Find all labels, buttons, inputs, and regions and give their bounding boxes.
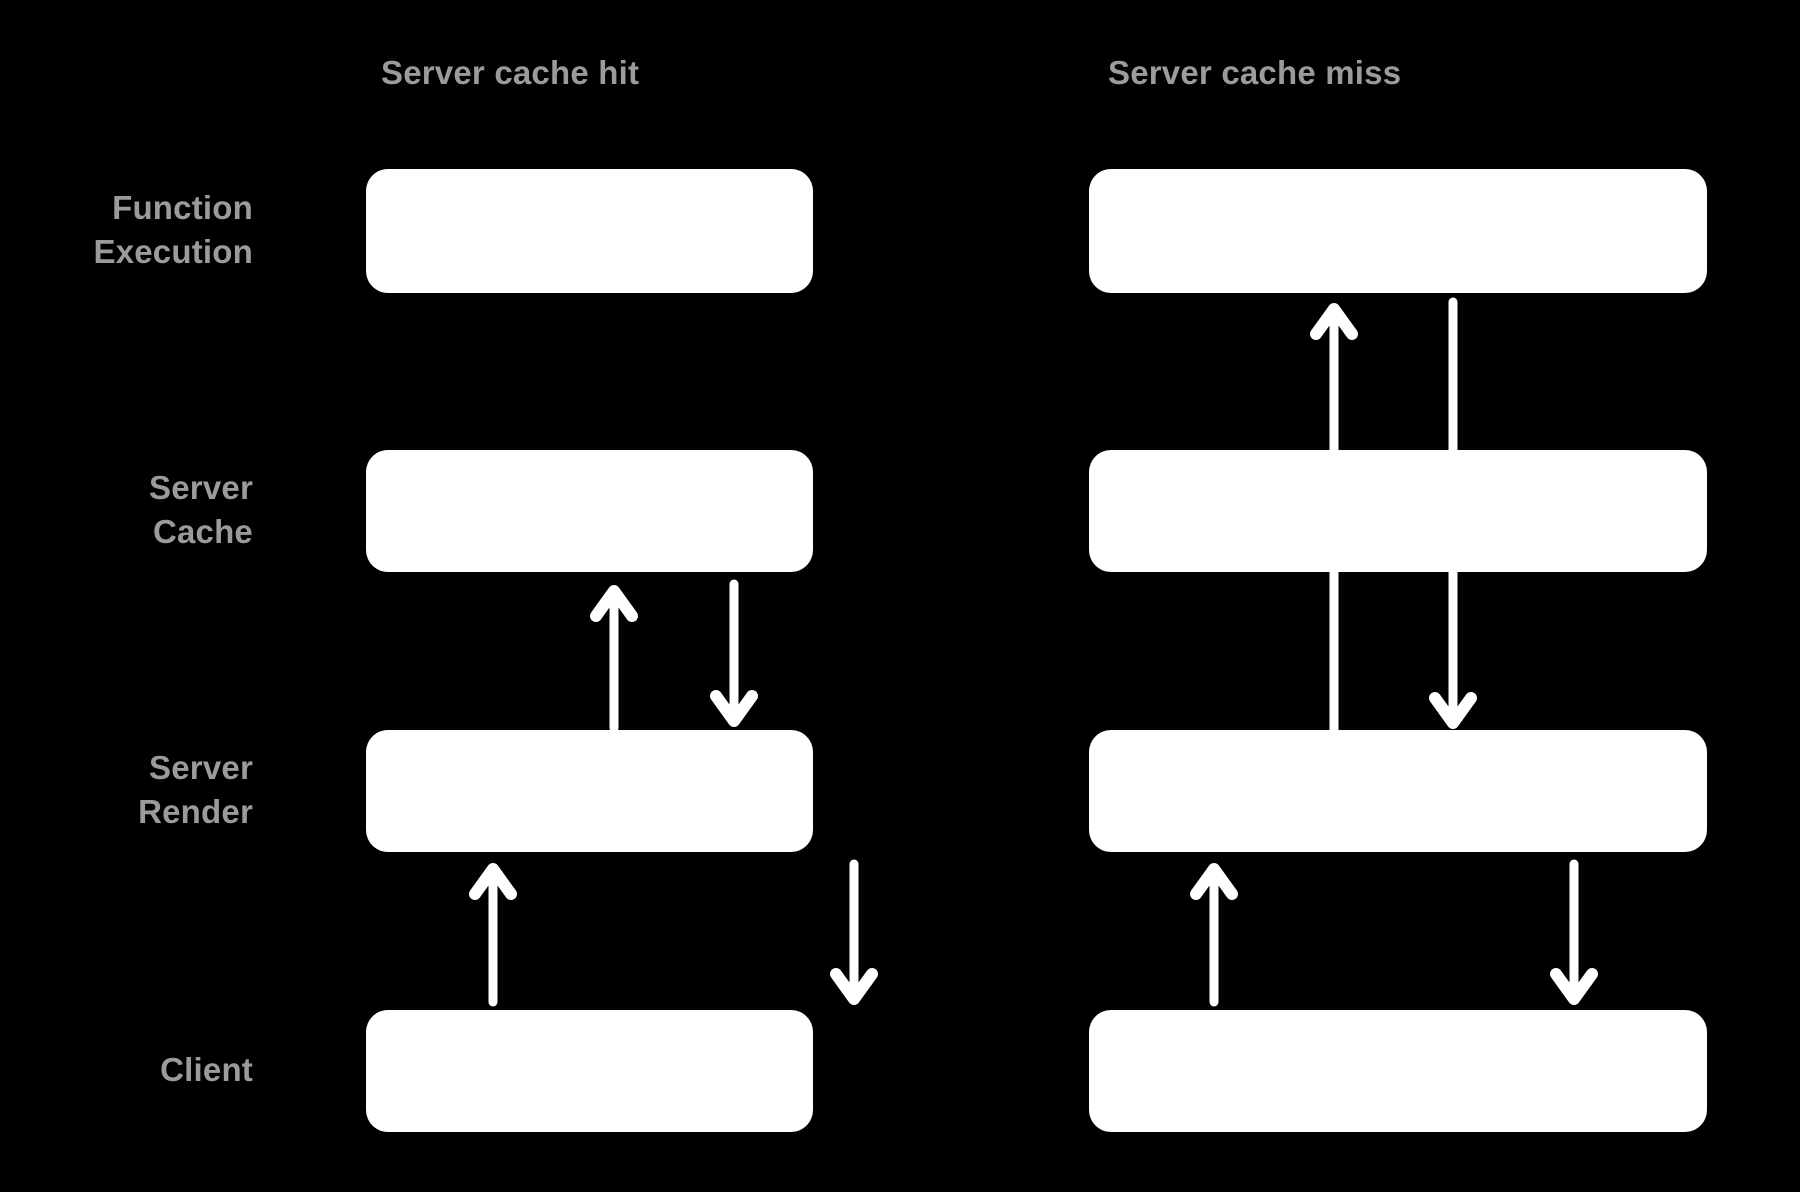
arrow-hit-render-to-cache-up	[590, 582, 638, 733]
box-miss-function-execution[interactable]	[1089, 169, 1707, 293]
box-hit-server-cache[interactable]	[366, 450, 813, 572]
box-hit-client[interactable]	[366, 1010, 813, 1132]
arrow-miss-client-to-render-up	[1190, 860, 1238, 1008]
box-miss-server-render[interactable]	[1089, 730, 1707, 852]
row-label-client: Client	[160, 1051, 253, 1088]
row-label-server-render: Server Render	[138, 749, 253, 830]
arrow-hit-client-to-render-up	[469, 860, 517, 1008]
box-miss-client[interactable]	[1089, 1010, 1707, 1132]
box-miss-server-cache[interactable]	[1089, 450, 1707, 572]
row-label-function-execution: Function Execution	[93, 189, 253, 270]
column-heading-server-cache-miss: Server cache miss	[1108, 54, 1402, 91]
arrow-hit-render-to-client-down	[830, 859, 878, 1008]
arrow-hit-cache-to-render-down	[710, 579, 758, 730]
arrow-miss-render-to-client-down	[1550, 859, 1598, 1008]
row-label-server-cache: Server Cache	[149, 469, 253, 550]
box-hit-server-render[interactable]	[366, 730, 813, 852]
box-hit-function-execution[interactable]	[366, 169, 813, 293]
column-heading-server-cache-hit: Server cache hit	[381, 54, 640, 91]
